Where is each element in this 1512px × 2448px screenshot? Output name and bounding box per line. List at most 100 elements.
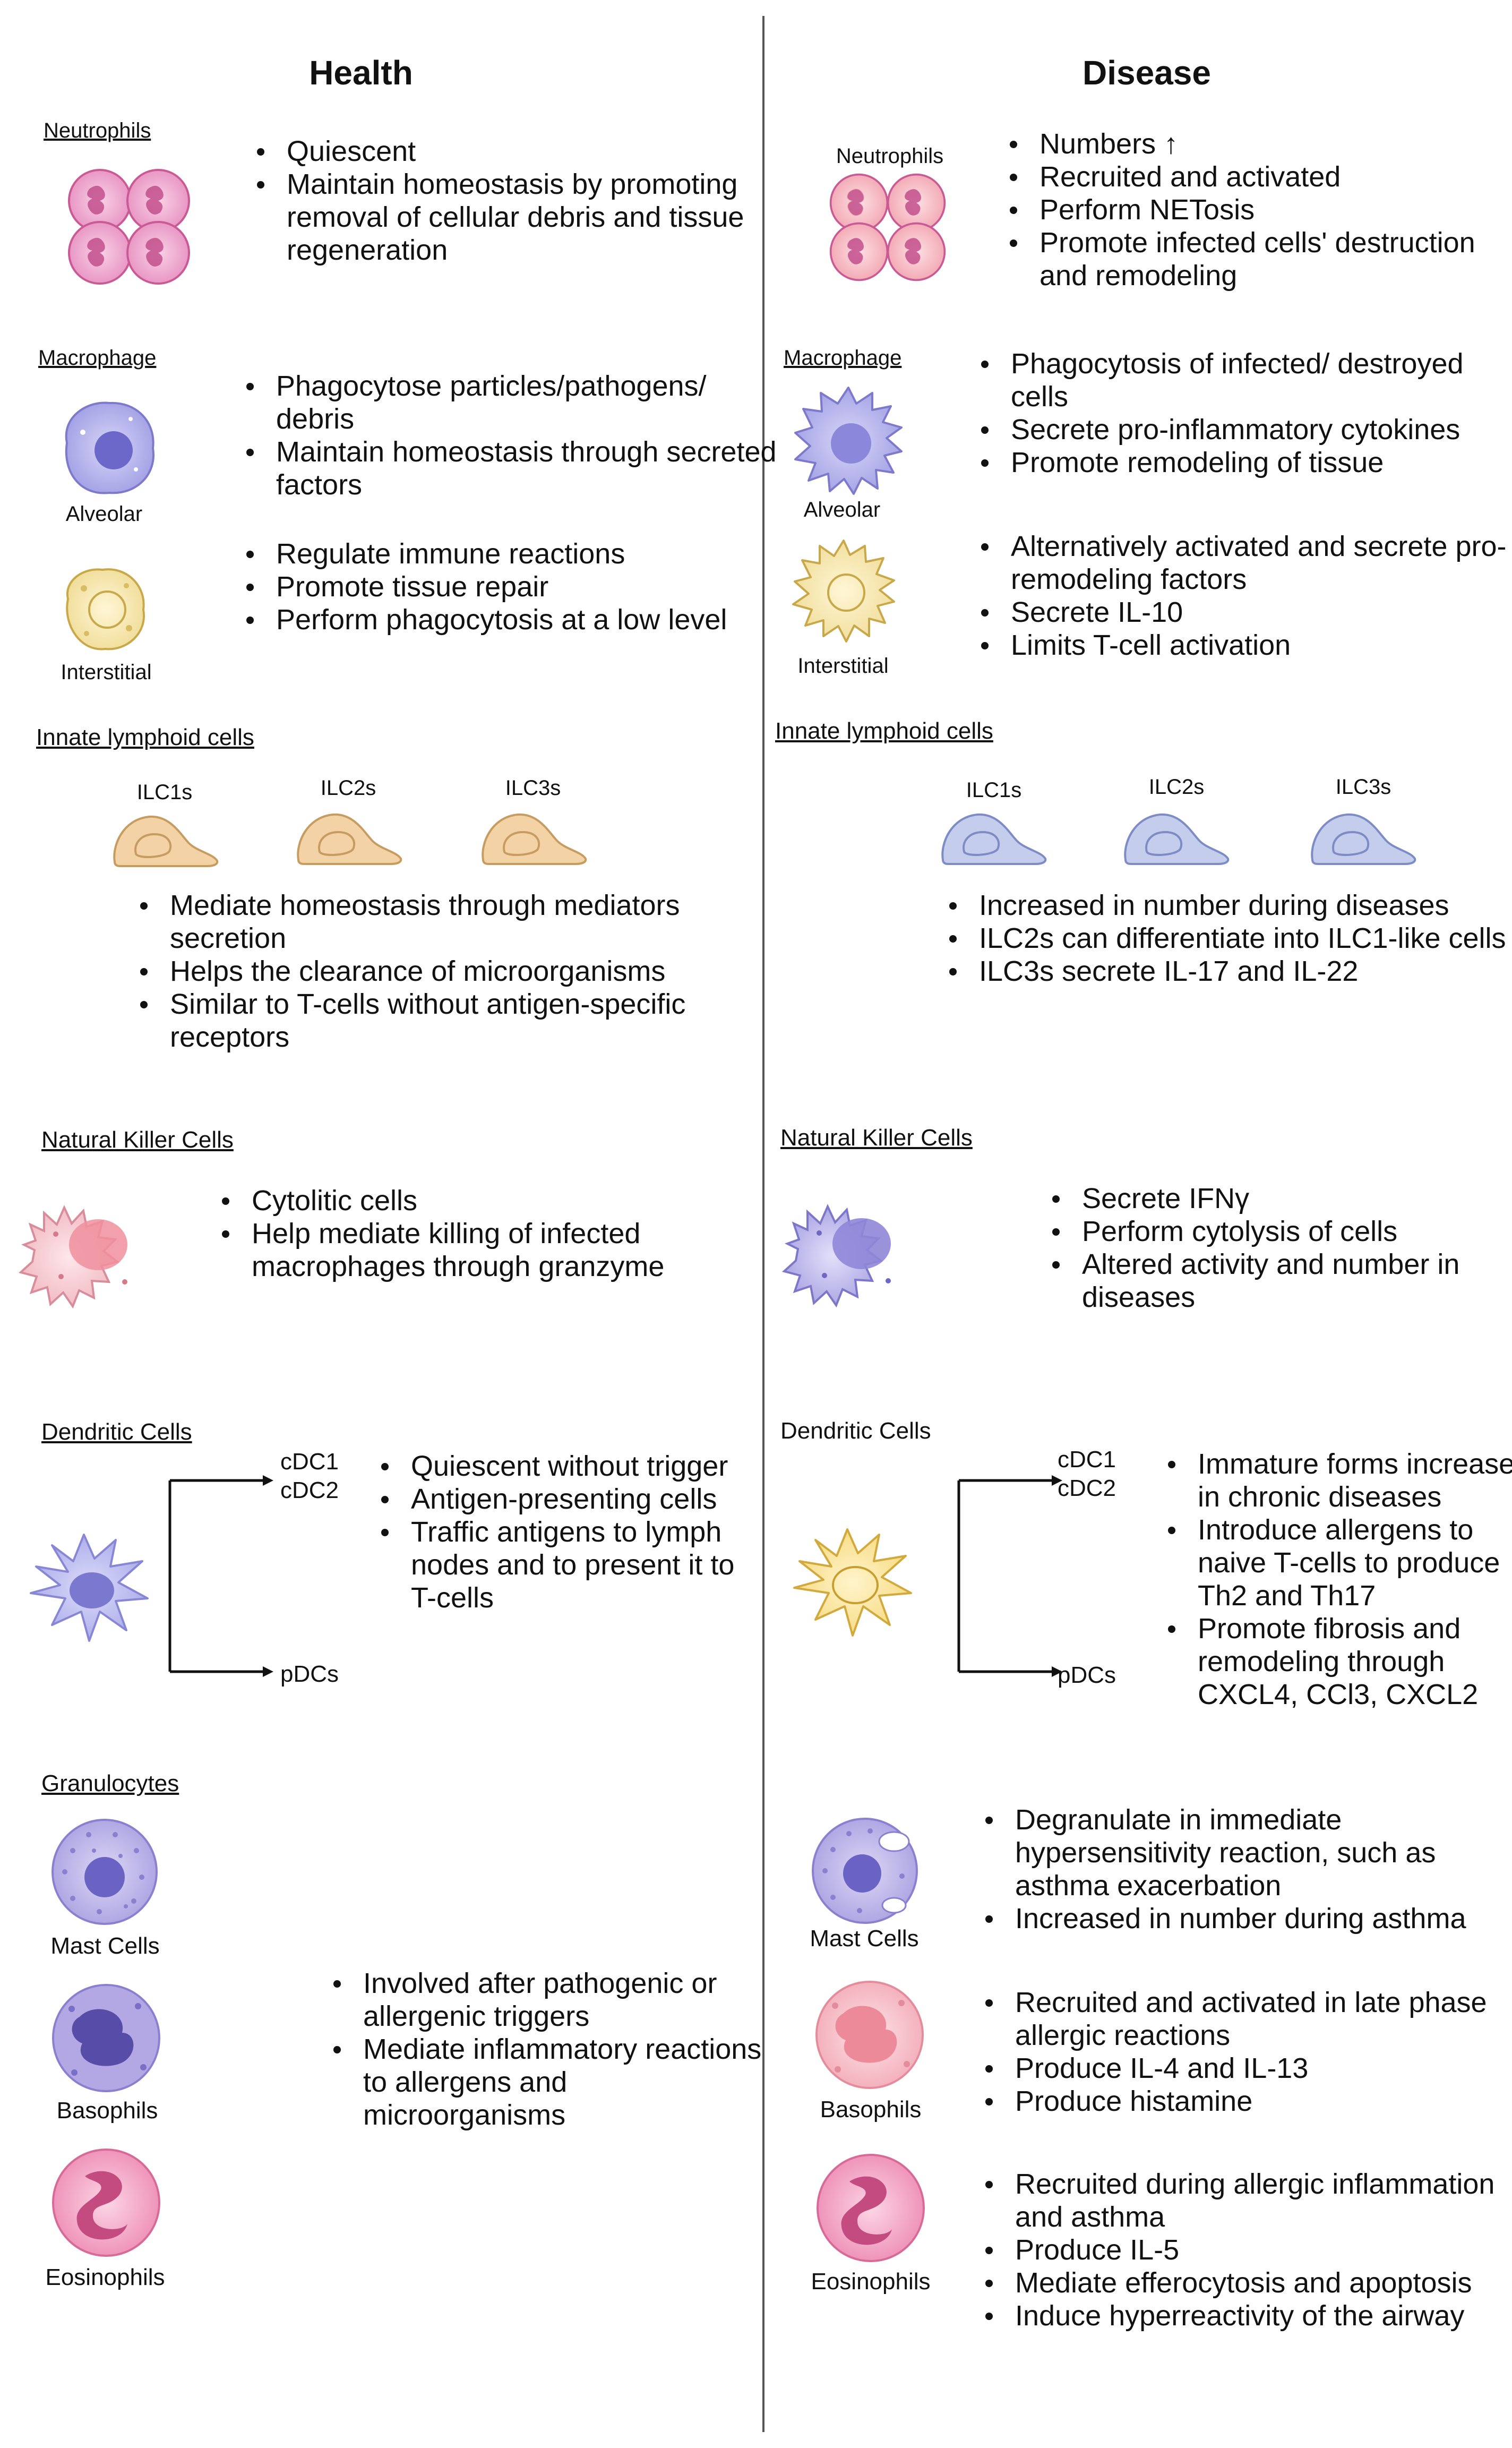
- bullet: Secrete pro-inflammatory cytokines: [981, 413, 1489, 446]
- disease-neutrophils-label: Neutrophils: [836, 144, 944, 168]
- bullet: Perform phagocytosis at a low level: [246, 603, 754, 636]
- health-alveolar-macrophage-cell: [56, 395, 162, 501]
- health-eosinophil-label: Eosinophils: [45, 2264, 165, 2290]
- disease-macrophage-label: Macrophage: [784, 346, 902, 370]
- disease-ilc-bullets: Increased in number during diseases ILC2…: [942, 889, 1512, 988]
- bullet: Secrete IFNγ: [1052, 1182, 1512, 1215]
- health-nk-label: Natural Killer Cells: [41, 1127, 234, 1153]
- health-mast-label: Mast Cells: [50, 1933, 160, 1959]
- bullet: Phagocytosis of infected/ destroyed cell…: [981, 347, 1489, 413]
- disease-alveolar-macrophage-cell: [790, 382, 907, 499]
- bullet: Quiescent: [257, 135, 764, 168]
- disease-ilc1-cell: [938, 809, 1049, 868]
- health-ilc1-cell: [109, 811, 221, 870]
- bullet: Maintain homeostasis by promoting remova…: [257, 168, 764, 267]
- bullet: Maintain homeostasis through secreted fa…: [246, 435, 786, 501]
- disease-interstitial-bullets: Alternatively activated and secrete pro-…: [974, 530, 1512, 662]
- bullet: Perform cytolysis of cells: [1052, 1215, 1512, 1248]
- bullet: Produce IL-5: [985, 2233, 1512, 2266]
- bullet: Promote remodeling of tissue: [981, 446, 1489, 479]
- disease-basophil-label: Basophils: [820, 2096, 922, 2122]
- disease-cdc2-label: cDC2: [1058, 1475, 1116, 1501]
- disease-dc-label: Dendritic Cells: [780, 1418, 931, 1444]
- health-granulocytes-label: Granulocytes: [41, 1770, 179, 1796]
- bullet: Helps the clearance of microorganisms: [140, 955, 701, 988]
- bullet: Immature forms increase in chronic disea…: [1168, 1448, 1512, 1513]
- bullet: Induce hyperreactivity of the airway: [985, 2299, 1512, 2332]
- health-eosinophil-cell: [48, 2144, 165, 2261]
- health-dc-branch-arrows: [165, 1470, 281, 1682]
- disease-ilc2-cell: [1120, 809, 1232, 868]
- bullet: Recruited and activated: [1010, 160, 1512, 193]
- health-cdc1-label: cDC1: [280, 1449, 339, 1475]
- bullet: Regulate immune reactions: [246, 537, 754, 570]
- bullet: Involved after pathogenic or allergenic …: [333, 1967, 767, 2033]
- disease-ilc3-label: ILC3s: [1335, 775, 1391, 799]
- bullet: Promote infected cells' destruction and …: [1010, 226, 1512, 292]
- bullet: Limits T-cell activation: [981, 629, 1512, 662]
- disease-eosinophil-cell: [812, 2150, 929, 2266]
- health-nk-cell: [18, 1186, 165, 1314]
- health-dc-label: Dendritic Cells: [41, 1419, 192, 1445]
- bullet: Help mediate killing of infected macroph…: [222, 1217, 761, 1283]
- bullet: Promote fibrosis and remodeling through …: [1168, 1612, 1512, 1711]
- disease-neutrophils-bullets: Numbers ↑ Recruited and activated Perfor…: [1002, 127, 1512, 292]
- health-neutrophils-cell: [63, 168, 201, 285]
- disease-pdcs-label: pDCs: [1058, 1662, 1116, 1688]
- bullet: Secrete IL-10: [981, 596, 1512, 629]
- health-ilc-bullets: Mediate homeostasis through mediators se…: [133, 889, 701, 1054]
- bullet: Cytolitic cells: [222, 1184, 761, 1217]
- health-basophil-cell: [48, 1980, 165, 2096]
- disease-neutrophils-cell: [825, 172, 952, 284]
- disease-alveolar-label: Alveolar: [803, 498, 881, 521]
- bullet: Altered activity and number in diseases: [1052, 1248, 1512, 1314]
- bullet: Phagocytose particles/pathogens/ debris: [246, 370, 786, 435]
- disease-nk-cell: [781, 1185, 928, 1313]
- health-neutrophils-bullets: Quiescent Maintain homeostasis by promot…: [250, 135, 764, 267]
- health-alveolar-bullets: Phagocytose particles/pathogens/ debris …: [239, 370, 786, 501]
- bullet: Degranulate in immediate hypersensitivit…: [985, 1803, 1512, 1902]
- health-mast-cell: [49, 1816, 160, 1928]
- disease-mast-cell: [809, 1815, 921, 1927]
- disease-interstitial-label: Interstitial: [797, 654, 889, 678]
- health-neutrophils-label: Neutrophils: [44, 119, 151, 142]
- health-dc-bullets: Quiescent without trigger Antigen-presen…: [374, 1450, 740, 1614]
- disease-mast-bullets: Degranulate in immediate hypersensitivit…: [978, 1803, 1512, 1935]
- bullet: Mediate homeostasis through mediators se…: [140, 889, 701, 955]
- health-interstitial-label: Interstitial: [61, 661, 152, 684]
- bullet: Increased in number during asthma: [985, 1902, 1512, 1935]
- bullet: Recruited during allergic inflammation a…: [985, 2168, 1512, 2233]
- bullet: Alternatively activated and secrete pro-…: [981, 530, 1512, 596]
- bullet: Mediate inflammatory reactions to allerg…: [333, 2033, 767, 2132]
- disease-interstitial-macrophage-cell: [788, 535, 899, 647]
- bullet: Numbers ↑: [1010, 127, 1512, 160]
- bullet: Traffic antigens to lymph nodes and to p…: [381, 1516, 740, 1614]
- disease-basophil-bullets: Recruited and activated in late phase al…: [978, 1986, 1512, 2118]
- bullet: Increased in number during diseases: [949, 889, 1512, 922]
- health-title: Health: [309, 54, 413, 92]
- health-interstitial-macrophage-cell: [57, 562, 153, 657]
- bullet: Antigen-presenting cells: [381, 1483, 740, 1516]
- bullet: Introduce allergens to naive T-cells to …: [1168, 1513, 1512, 1612]
- disease-ilc1-label: ILC1s: [966, 778, 1022, 802]
- health-ilc-label: Innate lymphoid cells: [36, 724, 254, 750]
- disease-ilc-label: Innate lymphoid cells: [775, 718, 993, 744]
- bullet: ILC2s can differentiate into ILC1-like c…: [949, 922, 1512, 955]
- disease-basophil-cell: [811, 1976, 928, 2093]
- disease-alveolar-bullets: Phagocytosis of infected/ destroyed cell…: [974, 347, 1489, 479]
- disease-eosinophil-bullets: Recruited during allergic inflammation a…: [978, 2168, 1512, 2332]
- health-ilc2-label: ILC2s: [320, 776, 376, 800]
- column-divider: [762, 16, 764, 2432]
- health-cdc2-label: cDC2: [280, 1477, 339, 1503]
- health-ilc2-cell: [293, 809, 405, 868]
- bullet: Perform NETosis: [1010, 193, 1512, 226]
- bullet: Recruited and activated in late phase al…: [985, 1986, 1512, 2052]
- bullet: Similar to T-cells without antigen-speci…: [140, 988, 701, 1054]
- bullet: Quiescent without trigger: [381, 1450, 740, 1483]
- disease-nk-label: Natural Killer Cells: [780, 1125, 973, 1151]
- disease-mast-label: Mast Cells: [810, 1925, 919, 1951]
- health-interstitial-bullets: Regulate immune reactions Promote tissue…: [239, 537, 754, 636]
- disease-dc-cell: [784, 1513, 922, 1651]
- health-macrophage-label: Macrophage: [38, 346, 157, 370]
- health-alveolar-label: Alveolar: [65, 502, 143, 526]
